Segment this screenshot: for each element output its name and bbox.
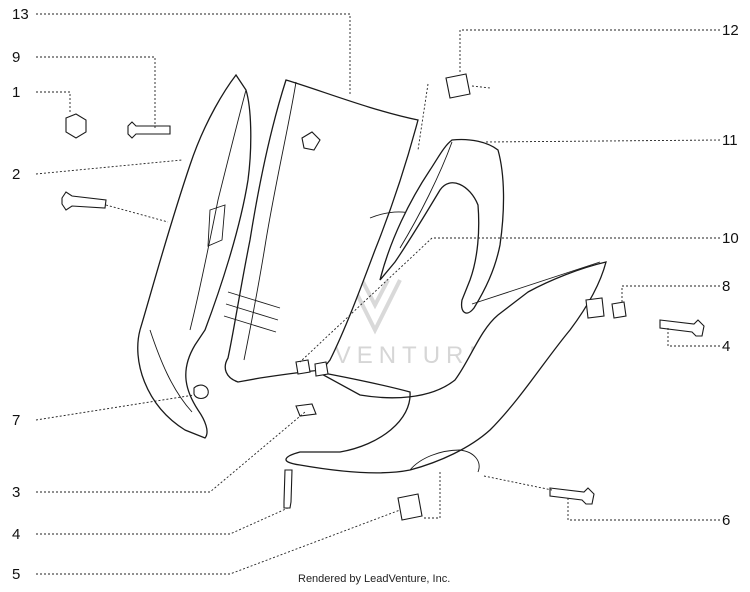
callout-5: 5 (12, 566, 20, 583)
callout-13: 13 (12, 6, 29, 23)
front-shield (223, 79, 419, 383)
bolt-4-right (659, 319, 705, 337)
callout-1: 1 (12, 84, 20, 101)
nut-8b (611, 301, 627, 319)
callout-6: 6 (722, 512, 730, 529)
right-side-panel (379, 138, 505, 314)
hardware (61, 73, 705, 521)
bolt-4-lower (283, 469, 293, 509)
callout-3: 3 (12, 484, 20, 501)
callout-2: 2 (12, 166, 20, 183)
leader-lines (35, 13, 721, 575)
nut-10b (314, 361, 329, 377)
grommet-7 (193, 384, 209, 400)
left-side-panel (137, 73, 252, 439)
clip-8a (585, 297, 605, 319)
nut-1 (65, 113, 87, 139)
callout-10: 10 (722, 230, 739, 247)
callout-4-lower: 4 (12, 526, 20, 543)
bolt-6 (549, 487, 595, 505)
clip-12 (445, 73, 471, 99)
nut-10a (295, 359, 311, 375)
floor-cover (285, 261, 607, 474)
clip-3 (295, 403, 317, 417)
callout-7: 7 (12, 412, 20, 429)
clip-5 (397, 493, 423, 521)
bolt-9 (127, 121, 171, 139)
bolt-2 (61, 191, 107, 211)
callout-4-right: 4 (722, 338, 730, 355)
callout-labels: 1 2 3 4 4 5 6 7 8 9 10 11 12 13 (12, 6, 739, 583)
washer-top (301, 131, 321, 151)
callout-11: 11 (722, 132, 738, 149)
credit-text: Rendered by LeadVenture, Inc. (298, 573, 450, 585)
callout-12: 12 (722, 22, 739, 39)
callout-8: 8 (722, 278, 730, 295)
callout-9: 9 (12, 49, 20, 66)
